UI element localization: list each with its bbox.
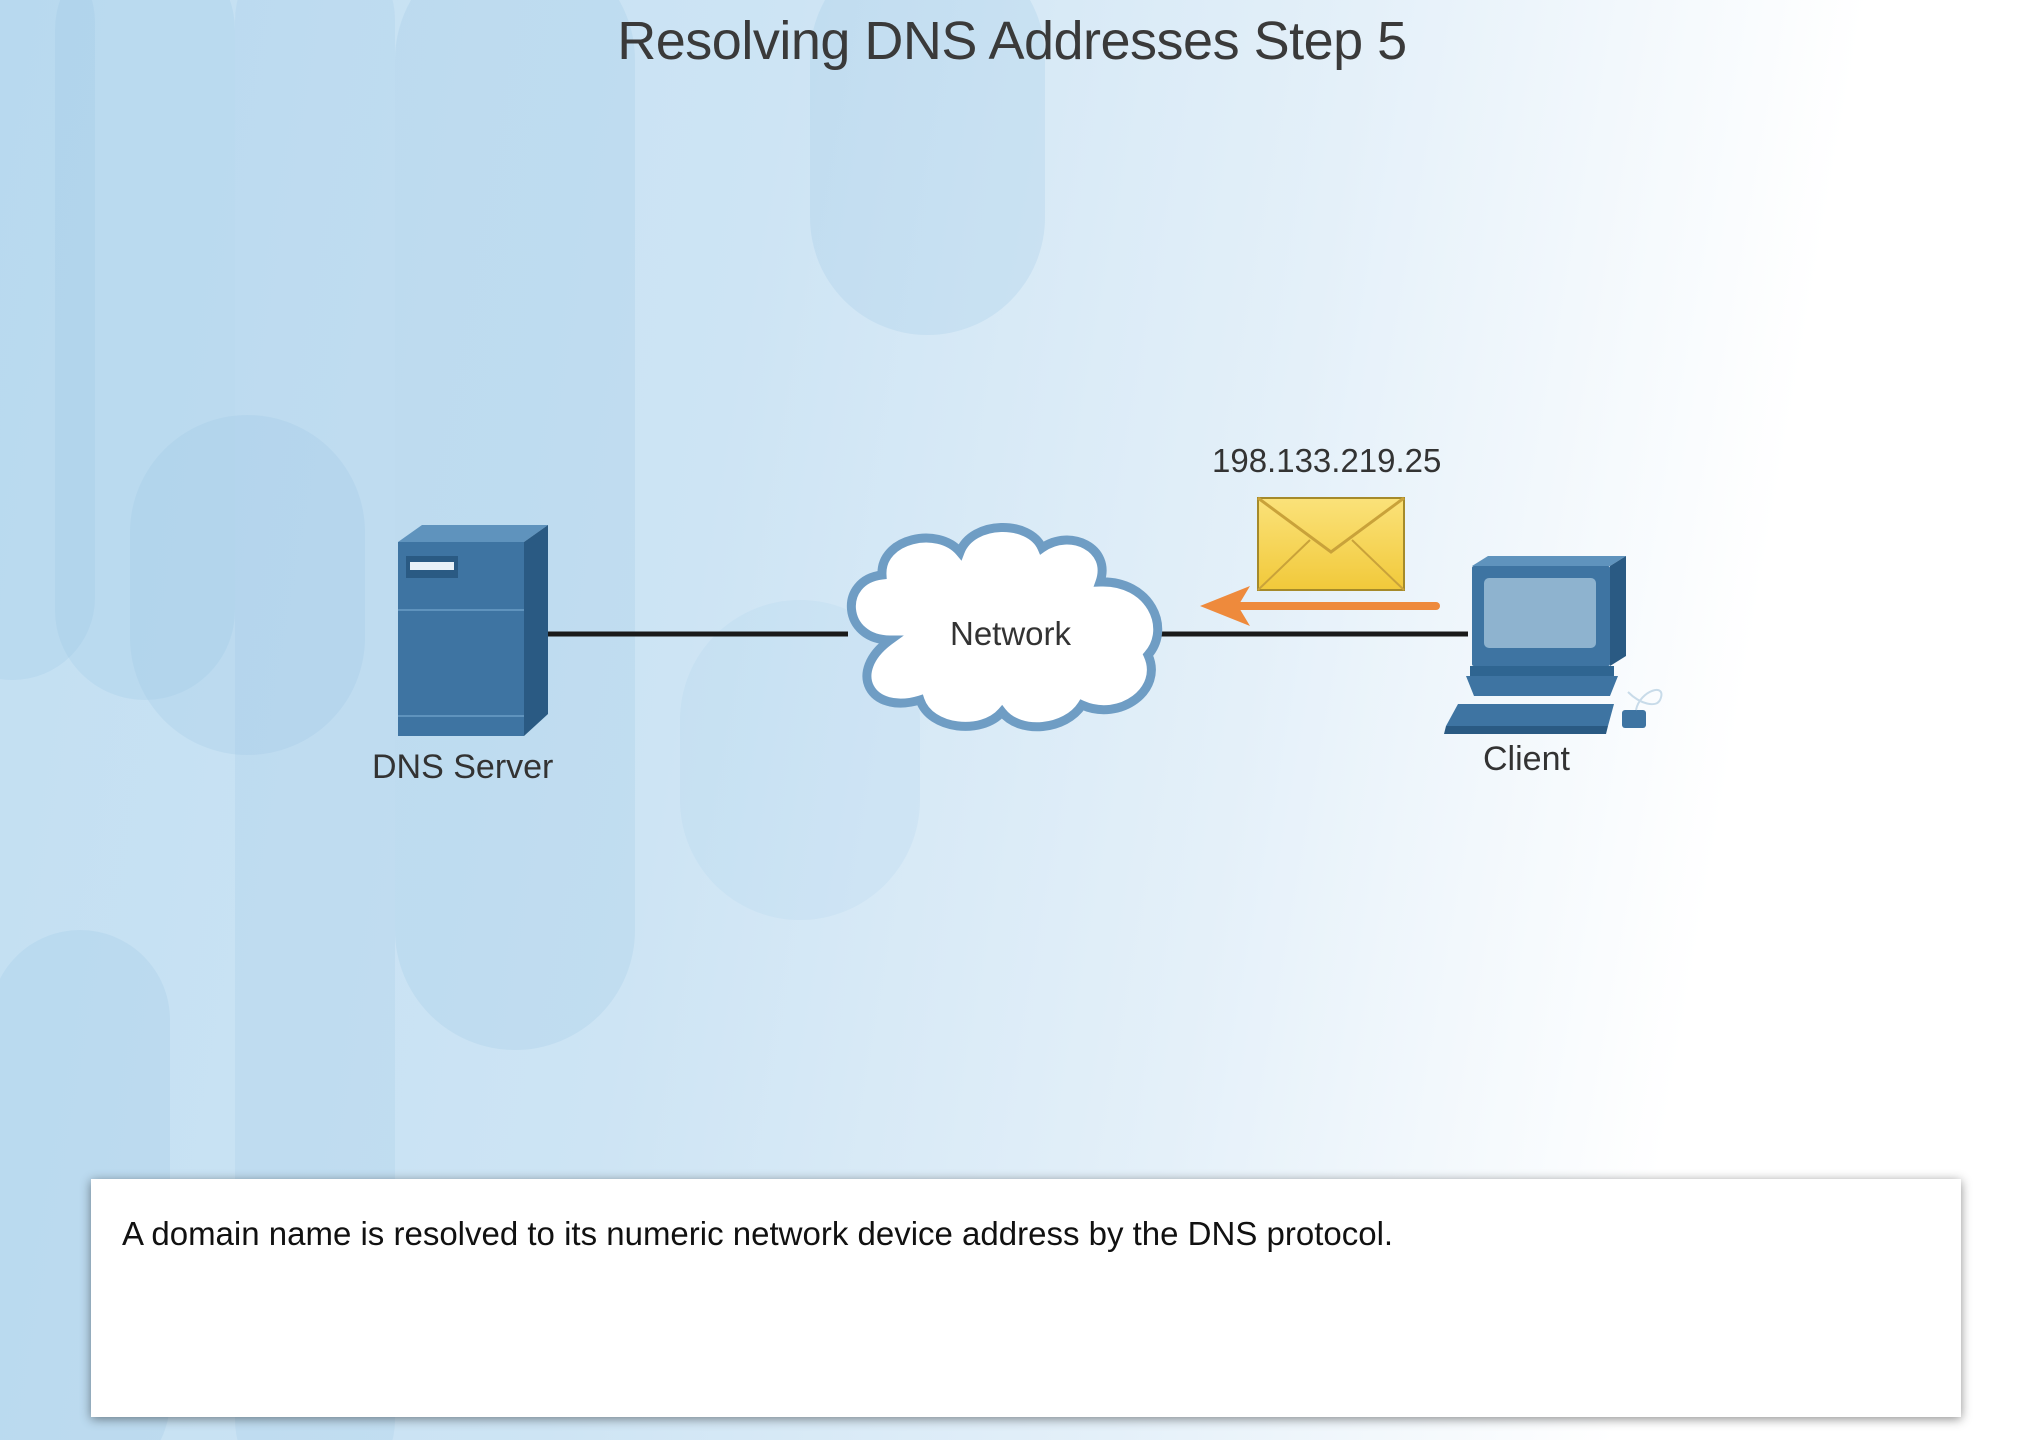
client-computer-icon bbox=[1444, 556, 1663, 734]
left-arrow-icon bbox=[1200, 586, 1440, 626]
network-cloud-icon bbox=[846, 523, 1163, 732]
dns-server-icon bbox=[398, 525, 548, 736]
caption-box: A domain name is resolved to its numeric… bbox=[91, 1179, 1961, 1417]
page-title: Resolving DNS Addresses Step 5 bbox=[617, 11, 1407, 71]
envelope-icon bbox=[1257, 496, 1405, 591]
caption-text: A domain name is resolved to its numeric… bbox=[122, 1215, 1394, 1252]
client-label: Client bbox=[1483, 740, 1570, 778]
ip-address-label: 198.133.219.25 bbox=[1212, 442, 1442, 479]
dns-server-label: DNS Server bbox=[372, 748, 554, 786]
network-label: Network bbox=[950, 615, 1072, 652]
